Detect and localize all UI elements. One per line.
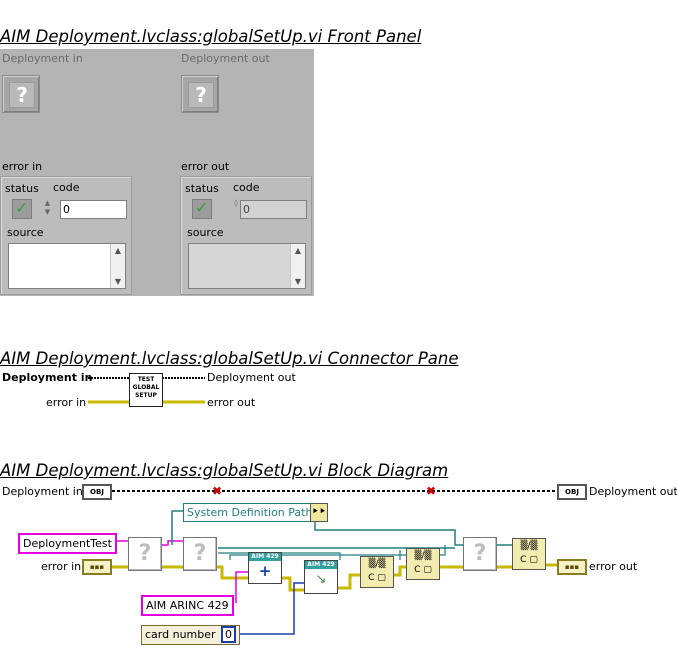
aim-add-subvi-header: AIM 429 [249,553,281,561]
error-in-source-field[interactable]: ▲ ▼ [8,243,126,289]
cp-deployment-in-label: Deployment in [2,371,93,384]
class-method-node-1[interactable]: ▒/▒C ▢ [360,556,394,588]
error-in-code-field[interactable]: 0 [60,200,127,219]
card-number-value[interactable]: 0 [221,626,237,643]
svg-text:✖: ✖ [212,484,222,498]
deployment-in-label: Deployment in [2,52,83,65]
bd-error-out-terminal[interactable]: ▪▪▪ [557,559,587,575]
unknown-object-icon: ? [9,82,35,108]
error-out-cluster: status code ✓ ◊ 0 source ▲ ▼ [180,176,312,295]
error-out-source-field: ▲ ▼ [188,243,306,289]
block-diagram-heading: AIM Deployment.lvclass:globalSetUp.vi Bl… [0,461,449,480]
scroll-up-icon[interactable]: ▲ [294,246,302,255]
error-out-status-indicator: ✓ [192,198,212,219]
checkmark-icon: ✓ [195,198,209,217]
plus-icon: + [258,562,272,580]
aim-config-subvi-header: AIM 429 [305,561,337,569]
class-method-node-2[interactable]: ▒/▒C ▢ [406,548,440,580]
aim-config-subvi[interactable]: AIM 429 ↘ [304,560,338,594]
class-method-node-3[interactable]: ▒/▒C ▢ [512,538,546,570]
config-arrow-icon: ↘ [315,572,327,587]
card-number-label: card number [145,628,216,641]
deployment-test-constant[interactable]: DeploymentTest [18,533,117,554]
deployment-out-indicator: ? [181,75,219,113]
scroll-down-icon[interactable]: ▼ [114,277,122,286]
scroll-up-icon[interactable]: ▲ [114,246,122,255]
deployment-out-label: Deployment out [181,52,270,65]
error-in-status-label: status [5,182,39,195]
error-in-source-scrollbar[interactable]: ▲ ▼ [110,244,125,288]
bd-error-in-label: error in [41,560,82,573]
error-out-label: error out [181,160,230,173]
cp-error-out-label: error out [207,396,256,409]
bd-error-in-terminal[interactable]: ▪▪▪ [82,559,112,575]
unknown-subvi-node-2[interactable]: ? [183,537,217,571]
card-number-constant[interactable]: card number 0 [141,625,241,645]
error-in-cluster: status code ✓ ▲▼ 0 source ▲ ▼ [0,176,132,295]
aim-add-subvi[interactable]: AIM 429 + [248,552,282,584]
unknown-object-icon: ? [188,82,214,108]
error-in-label: error in [2,160,43,173]
bd-deployment-in-label: Deployment in [2,485,83,498]
bd-error-out-label: error out [589,560,638,573]
scroll-down-icon[interactable]: ▼ [294,277,302,286]
system-definition-path-constant[interactable]: System Definition Path [183,503,317,522]
connector-icon-text: TEST GLOBAL SETUP [132,376,160,399]
svg-text:✖: ✖ [426,484,436,498]
bd-deployment-in-terminal[interactable]: OBJ [82,484,112,500]
error-in-code-spinner[interactable]: ▲▼ [44,199,51,216]
error-in-status-checkbox[interactable]: ✓ [12,198,32,219]
error-out-source-label: source [187,226,224,239]
error-out-status-label: status [185,182,219,195]
cp-error-in-label: error in [46,396,87,409]
bd-deployment-out-label: Deployment out [589,485,677,498]
cp-deployment-out-label: Deployment out [207,371,296,384]
error-in-code-label: code [53,181,80,194]
error-out-source-scrollbar[interactable]: ▲ ▼ [290,244,305,288]
deployment-in-control[interactable]: ? [2,75,40,113]
error-out-code-marker: ◊ [234,199,238,207]
connector-pane-heading: AIM Deployment.lvclass:globalSetUp.vi Co… [0,349,459,368]
path-unbundle-node: ⯈⯈ [310,503,328,522]
error-in-source-label: source [7,226,44,239]
bd-deployment-out-terminal[interactable]: OBJ [557,484,587,500]
error-out-code-field: 0 [240,200,307,219]
unknown-subvi-node-1[interactable]: ? [128,537,162,571]
checkmark-icon: ✓ [15,198,29,217]
unknown-subvi-node-3[interactable]: ? [463,537,497,571]
aim-arinc-constant[interactable]: AIM ARINC 429 [141,595,234,616]
front-panel-heading: AIM Deployment.lvclass:globalSetUp.vi Fr… [0,27,422,46]
connector-pane-icon: TEST GLOBAL SETUP [129,373,163,407]
front-panel: Deployment in ? Deployment out ? error i… [0,49,314,296]
error-out-code-label: code [233,181,260,194]
